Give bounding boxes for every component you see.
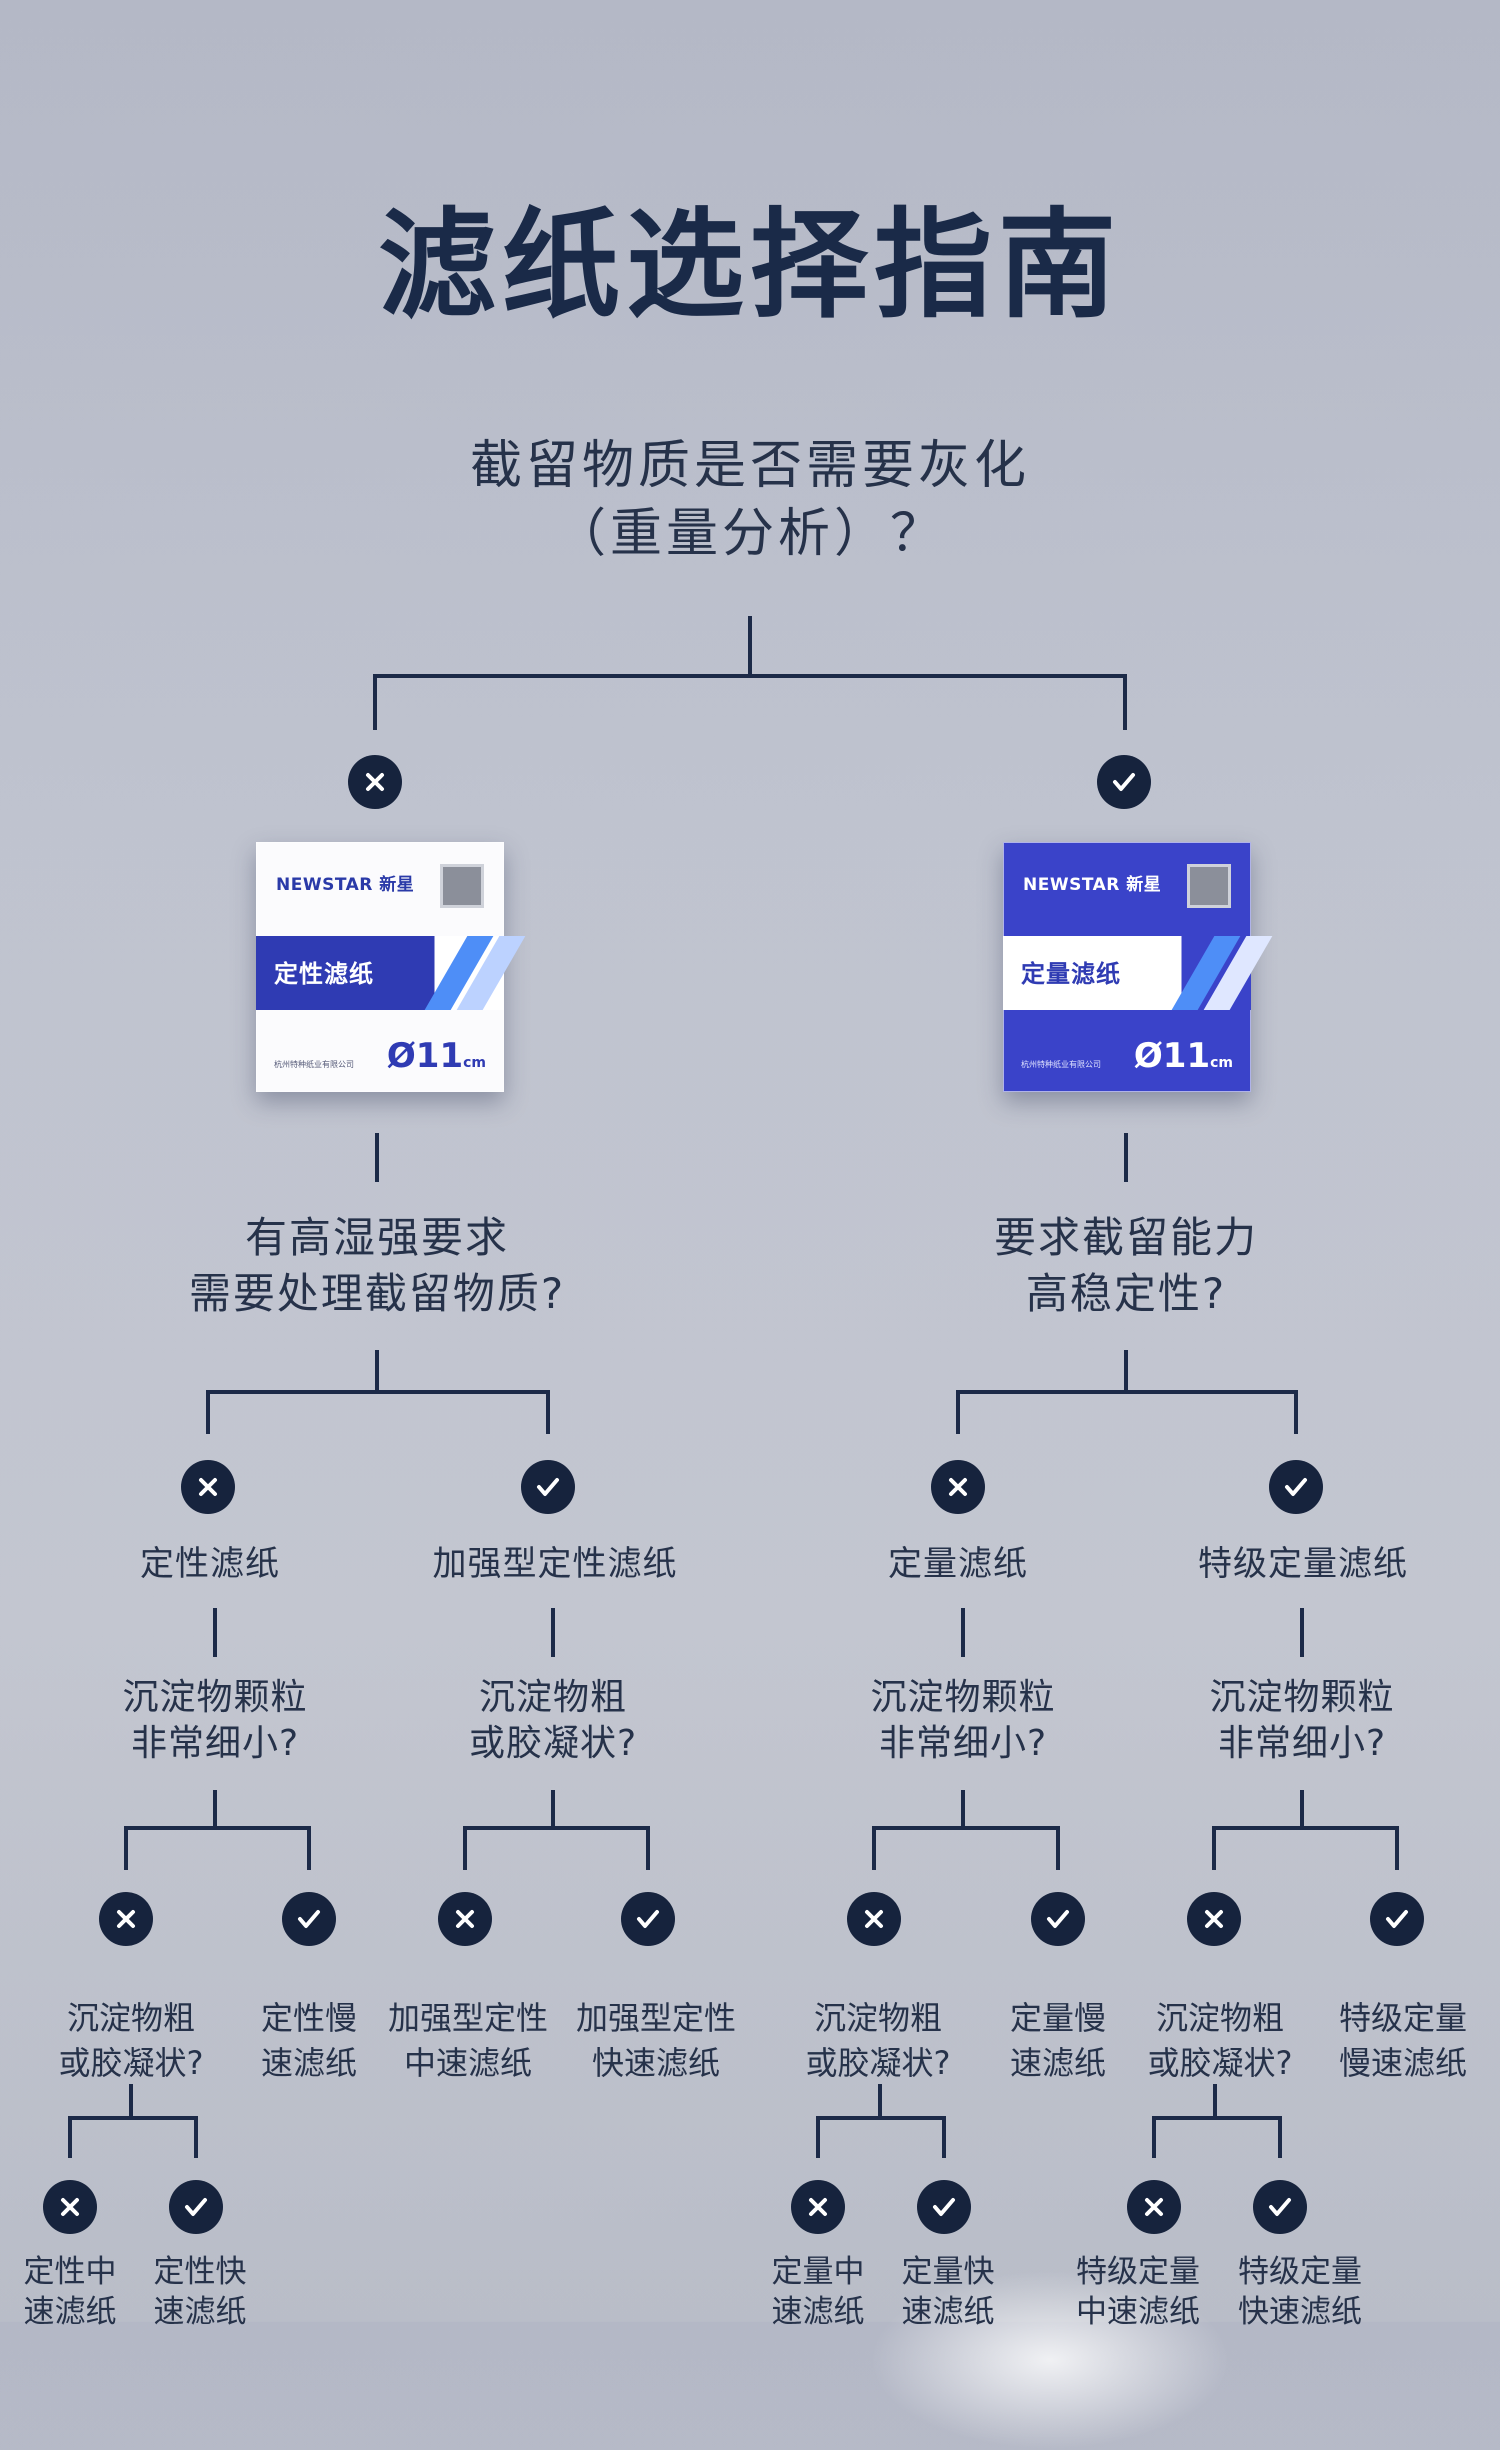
label-qualitative: 定性滤纸: [140, 1544, 280, 1584]
qr-code-icon: [1187, 864, 1231, 908]
check-mark-icon: [1370, 1892, 1424, 1946]
x-mark-icon: [348, 755, 402, 809]
box-label: 定量滤纸: [1021, 960, 1121, 988]
label-premium-quantitative-medium: 特级定量中速滤纸: [1076, 2254, 1200, 2330]
maker-text: 杭州特种纸业有限公司: [1021, 1060, 1101, 1069]
check-mark-icon: [169, 2180, 223, 2234]
check-mark-icon: [917, 2180, 971, 2234]
label-qualitative-slow: 定性慢速滤纸: [260, 1999, 357, 2082]
maker-text: 杭州特种纸业有限公司: [274, 1060, 354, 1069]
qualitative-filter-paper-box: NEWSTAR 新星 定性滤纸 杭州特种纸业有限公司 Ø11cm: [256, 842, 526, 1092]
label-reinforced-qualitative: 加强型定性滤纸: [432, 1544, 678, 1584]
x-mark-icon: [43, 2180, 97, 2234]
x-mark-icon: [791, 2180, 845, 2234]
label-qualitative-fast: 定性快速滤纸: [153, 2254, 247, 2330]
question-fine-particles: 沉淀物颗粒非常细小?: [1209, 1677, 1395, 1764]
brand-logo: NEWSTAR 新星: [276, 875, 415, 895]
brand-logo: NEWSTAR 新星: [1023, 875, 1162, 895]
check-mark-icon: [1097, 755, 1151, 809]
label-qualitative-medium: 定性中速滤纸: [23, 2254, 117, 2330]
check-mark-icon: [1253, 2180, 1307, 2234]
question-coarse-gel: 沉淀物粗或胶凝状?: [58, 1999, 204, 2082]
label-quantitative-slow: 定量慢速滤纸: [1009, 1999, 1106, 2082]
qr-code-icon: [440, 864, 484, 908]
question-coarse-gel: 沉淀物粗或胶凝状?: [1147, 1999, 1293, 2082]
label-reinforced-qualitative-fast: 加强型定性快速滤纸: [575, 1999, 736, 2082]
x-mark-icon: [1127, 2180, 1181, 2234]
question-fine-particles: 沉淀物颗粒非常细小?: [122, 1677, 308, 1764]
x-mark-icon: [931, 1460, 985, 1514]
x-mark-icon: [181, 1460, 235, 1514]
label-quantitative-fast: 定量快速滤纸: [901, 2254, 995, 2330]
x-mark-icon: [1187, 1892, 1241, 1946]
size-label: Ø11cm: [1133, 1036, 1233, 1076]
x-mark-icon: [99, 1892, 153, 1946]
check-mark-icon: [521, 1460, 575, 1514]
question-coarse-gel: 沉淀物粗或胶凝状?: [805, 1999, 951, 2082]
label-reinforced-qualitative-medium: 加强型定性中速滤纸: [387, 1999, 548, 2082]
x-mark-icon: [847, 1892, 901, 1946]
label-quantitative-medium: 定量中速滤纸: [771, 2254, 865, 2330]
size-label: Ø11cm: [386, 1036, 486, 1076]
right-question: 要求截留能力 高稳定性?: [993, 1213, 1258, 1318]
question-coarse-gel: 沉淀物粗或胶凝状?: [468, 1677, 638, 1764]
question-fine-particles: 沉淀物颗粒非常细小?: [870, 1677, 1056, 1764]
label-premium-quantitative-slow: 特级定量慢速滤纸: [1338, 1999, 1467, 2082]
check-mark-icon: [282, 1892, 336, 1946]
x-mark-icon: [438, 1892, 492, 1946]
left-question: 有高湿强要求 需要处理截留物质?: [188, 1213, 566, 1318]
label-premium-quantitative-fast: 特级定量快速滤纸: [1238, 2254, 1362, 2330]
connector-lines: [68, 616, 1399, 2158]
check-mark-icon: [1031, 1892, 1085, 1946]
check-mark-icon: [621, 1892, 675, 1946]
page-title: 滤纸选择指南: [377, 196, 1122, 334]
check-mark-icon: [1269, 1460, 1323, 1514]
label-quantitative: 定量滤纸: [888, 1544, 1028, 1584]
box-label: 定性滤纸: [274, 960, 374, 988]
root-question: 截留物质是否需要灰化 （重量分析）？: [469, 436, 1030, 564]
label-premium-quantitative: 特级定量滤纸: [1198, 1544, 1408, 1584]
quantitative-filter-paper-box: NEWSTAR 新星 定量滤纸 杭州特种纸业有限公司 Ø11cm: [1003, 842, 1273, 1092]
